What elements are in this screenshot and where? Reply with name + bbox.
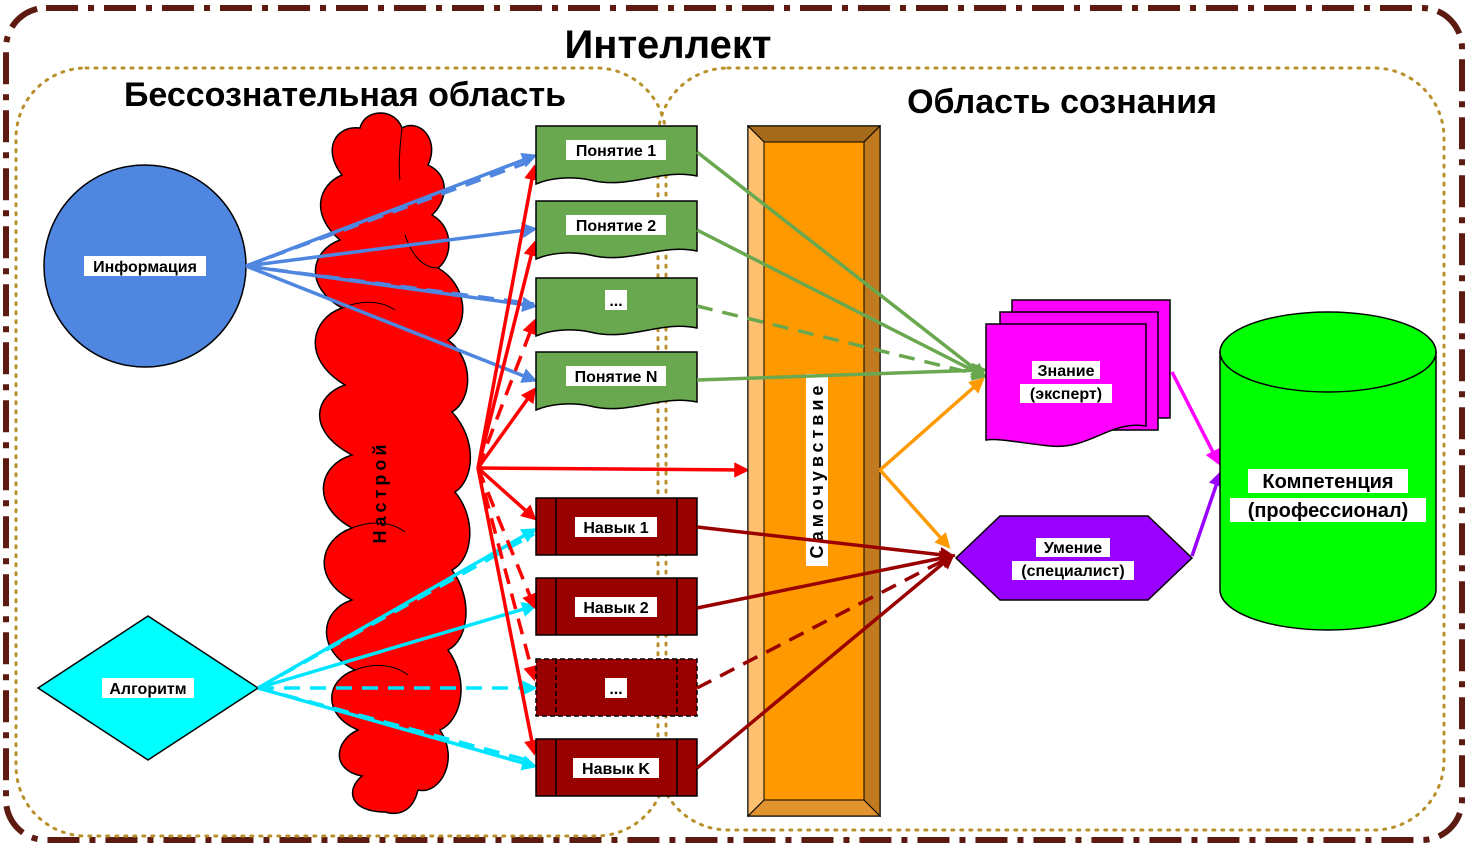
outer-frame [3,5,1465,843]
conscious-region [656,66,1446,832]
mood-label: Настрой [370,441,390,544]
wellbeing-label: Самочувствие [807,382,827,559]
concept-2: Понятие 2 [535,200,698,261]
skill-1-label: Навык 1 [583,520,648,537]
mood-arrows [476,164,750,756]
concept-n-label: Понятие N [575,369,658,386]
concept-1-label: Понятие 1 [576,143,656,160]
concept-to-knowledge-arrows [695,150,988,382]
concept-to-knowledge-dashed [696,304,988,381]
information-label: Информация [93,259,197,276]
skill-1: Навык 1 [535,497,698,556]
unconscious-region [14,66,668,838]
knowledge-to-competence-arrow [1170,371,1220,466]
competence-label-line2: (профессионал) [1248,500,1409,522]
unconscious-title: Бессознательная область [124,76,566,114]
ability-node: Умение (специалист) [954,515,1194,601]
algorithm-dashed-arrows [257,532,538,764]
conscious-title: Область сознания [907,83,1217,121]
information-dashed-arrows [245,158,535,306]
concept-ellipsis: ... [535,277,698,338]
knowledge-label-line1: Знание [1038,363,1095,380]
skill-ellipsis-label: ... [609,681,622,698]
algorithm-node: Алгоритм [36,615,260,761]
skill-k-label: Навык K [582,761,650,778]
mood-cloud: Настрой [314,112,472,815]
algorithm-label: Алгоритм [109,681,186,698]
ability-to-competence-arrow [1190,470,1224,557]
main-title: Интеллект [565,23,772,67]
information-node: Информация [43,164,247,368]
skill-2: Навык 2 [535,577,698,636]
wellbeing-arrows [878,377,985,549]
skill-ellipsis: ... [535,658,698,717]
skill-to-ability-arrows [695,525,956,770]
mood-dashed-arrows [476,318,539,682]
skill-2-label: Навык 2 [583,600,648,617]
concept-2-label: Понятие 2 [576,218,656,235]
concept-1: Понятие 1 [535,125,698,186]
concept-ellipsis-label: ... [609,293,622,310]
ability-label-line2: (специалист) [1021,563,1124,580]
concept-n: Понятие N [535,351,698,412]
skill-k: Навык K [535,738,698,797]
wellbeing-column: Самочувствие [746,124,882,818]
knowledge-node: Знание (эксперт) [985,299,1171,448]
competence-node: Компетенция (профессионал) [1219,311,1437,631]
skill-to-ability-dashed [696,554,956,690]
competence-label-line1: Компетенция [1262,471,1393,493]
ability-label-line1: Умение [1044,540,1102,557]
knowledge-label-line2: (эксперт) [1030,386,1102,403]
